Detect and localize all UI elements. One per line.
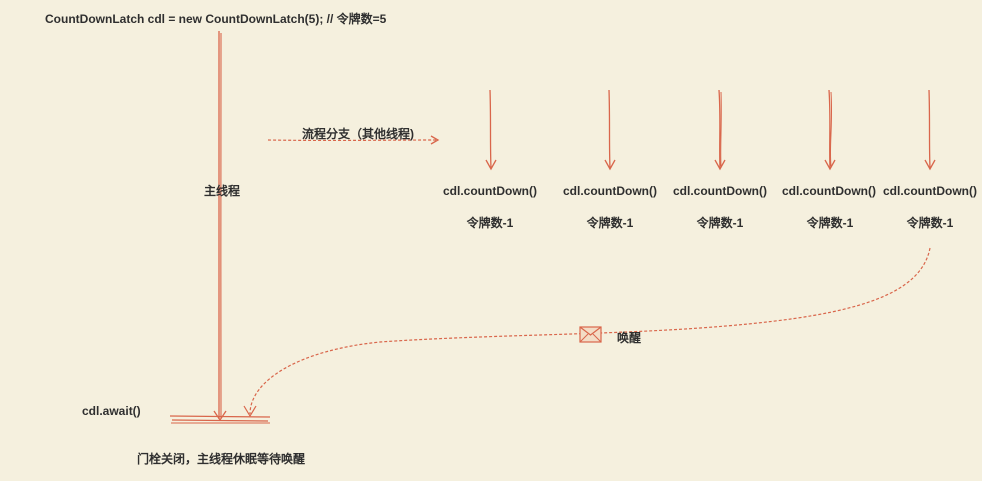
token-decrement-2: 令牌数-1 bbox=[586, 216, 634, 230]
latch-bar bbox=[169, 415, 271, 424]
latch-note: 门栓关闭，主线程休眠等待唤醒 bbox=[137, 452, 306, 466]
countdown-arrow-4 bbox=[824, 89, 836, 171]
init-code-label: CountDownLatch cdl = new CountDownLatch(… bbox=[45, 12, 387, 26]
branch-label: 流程分支（其他线程) bbox=[302, 127, 414, 141]
token-decrement-1: 令牌数-1 bbox=[466, 216, 514, 230]
countdown-arrow-2 bbox=[604, 89, 616, 171]
countdown-call-4: cdl.countDown() bbox=[782, 184, 876, 198]
main-thread-label: 主线程 bbox=[204, 184, 241, 198]
token-decrement-4: 令牌数-1 bbox=[806, 216, 854, 230]
token-decrement-5: 令牌数-1 bbox=[906, 216, 954, 230]
wake-arrowhead bbox=[243, 405, 257, 418]
envelope-icon bbox=[579, 326, 602, 343]
countdown-arrow-5 bbox=[924, 89, 936, 171]
wake-curve bbox=[249, 247, 931, 415]
wake-label: 唤醒 bbox=[617, 331, 642, 345]
await-call-label: cdl.await() bbox=[82, 404, 141, 418]
countdown-call-3: cdl.countDown() bbox=[673, 184, 767, 198]
countdown-call-5: cdl.countDown() bbox=[883, 184, 977, 198]
countdown-arrow-3 bbox=[714, 89, 726, 171]
countdown-call-1: cdl.countDown() bbox=[443, 184, 537, 198]
countdown-arrow-1 bbox=[485, 89, 497, 171]
countdown-call-2: cdl.countDown() bbox=[563, 184, 657, 198]
token-decrement-3: 令牌数-1 bbox=[696, 216, 744, 230]
main-thread-line bbox=[213, 30, 227, 422]
